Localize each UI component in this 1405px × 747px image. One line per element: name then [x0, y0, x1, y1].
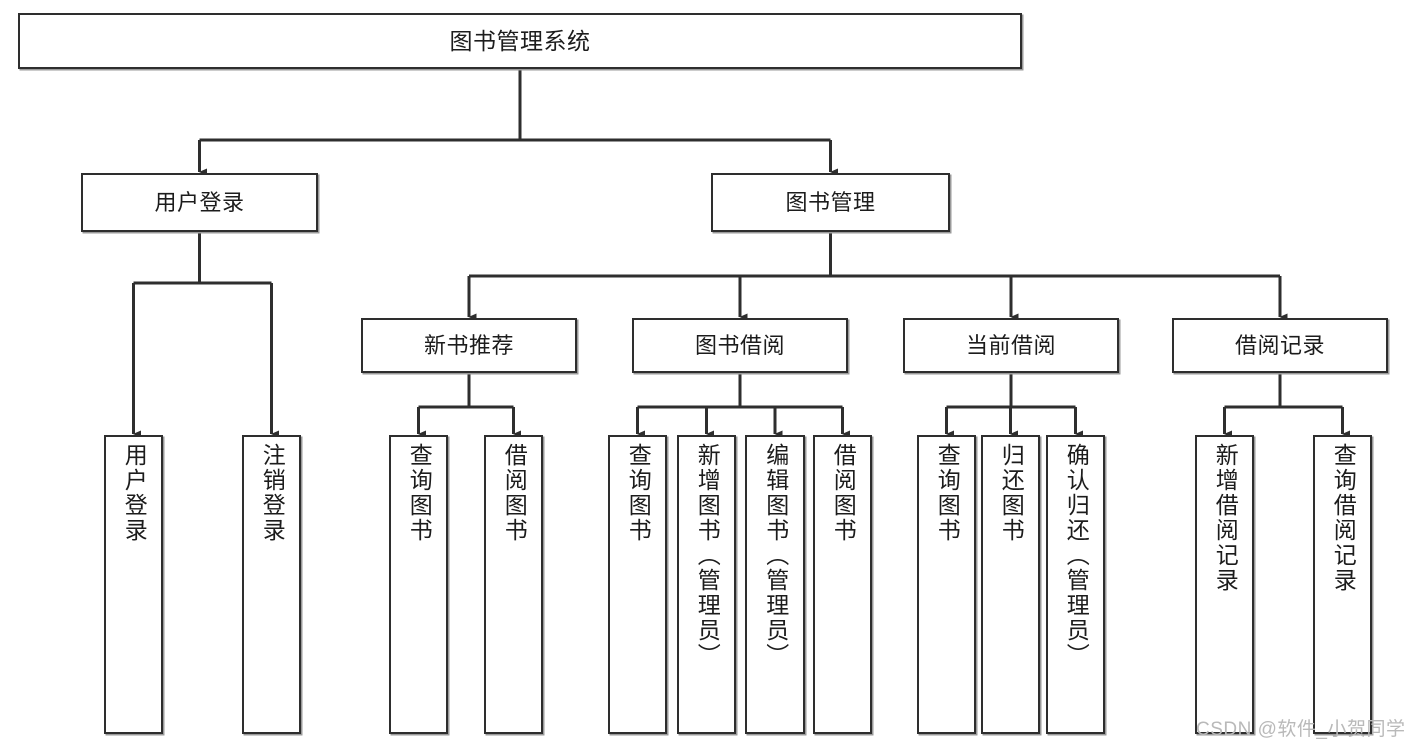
node-label: 图书管理系统: [449, 27, 591, 54]
node-book-manage[interactable]: 图书管理: [711, 173, 950, 232]
edge-group: [132, 69, 1351, 438]
node-leaf-query-book-2[interactable]: 查询图书: [608, 435, 667, 734]
node-label: 查询图书: [625, 443, 652, 543]
node-label: 借阅记录: [1234, 332, 1325, 358]
node-leaf-user-logout[interactable]: 注销登录: [242, 435, 301, 734]
node-label: 借阅图书: [501, 443, 528, 543]
node-leaf-edit-book[interactable]: 编辑图书（管理员）: [745, 435, 805, 734]
node-label: 查询图书: [934, 443, 961, 543]
node-label: 查询图书: [406, 443, 433, 543]
node-book-borrow[interactable]: 图书借阅: [632, 318, 848, 373]
node-leaf-user-login[interactable]: 用户登录: [104, 435, 163, 734]
node-label: 用户登录: [121, 443, 148, 543]
watermark-text: CSDN @软件_小贺同学: [1196, 719, 1405, 740]
node-leaf-query-book-3[interactable]: 查询图书: [917, 435, 976, 734]
node-label: 当前借阅: [965, 332, 1056, 358]
node-label: 图书借阅: [694, 332, 785, 358]
node-leaf-return-book[interactable]: 归还图书: [981, 435, 1040, 734]
node-leaf-add-book[interactable]: 新增图书（管理员）: [677, 435, 736, 734]
node-leaf-borrow-book-1[interactable]: 借阅图书: [484, 435, 543, 734]
node-label: 确认归还（管理员）: [1063, 443, 1090, 668]
node-label: 编辑图书（管理员）: [762, 443, 789, 668]
node-leaf-query-book-1[interactable]: 查询图书: [389, 435, 448, 734]
node-leaf-query-record[interactable]: 查询借阅记录: [1313, 435, 1372, 734]
node-label: 用户登录: [154, 189, 245, 215]
node-label: 新增借阅记录: [1212, 443, 1239, 593]
node-current-borrow[interactable]: 当前借阅: [903, 318, 1119, 373]
node-label: 注销登录: [259, 443, 286, 543]
node-root[interactable]: 图书管理系统: [18, 13, 1022, 69]
node-user-login[interactable]: 用户登录: [81, 173, 318, 232]
node-borrow-record[interactable]: 借阅记录: [1172, 318, 1388, 373]
node-label: 新增图书（管理员）: [694, 443, 721, 668]
node-leaf-confirm-return[interactable]: 确认归还（管理员）: [1046, 435, 1105, 734]
node-label: 查询借阅记录: [1330, 443, 1357, 593]
node-label: 归还图书: [998, 443, 1025, 543]
node-leaf-add-record[interactable]: 新增借阅记录: [1195, 435, 1254, 734]
node-new-book-rec[interactable]: 新书推荐: [361, 318, 577, 373]
node-label: 图书管理: [785, 189, 876, 215]
node-leaf-borrow-book-2[interactable]: 借阅图书: [813, 435, 872, 734]
node-label: 借阅图书: [830, 443, 857, 543]
node-label: 新书推荐: [423, 332, 514, 358]
